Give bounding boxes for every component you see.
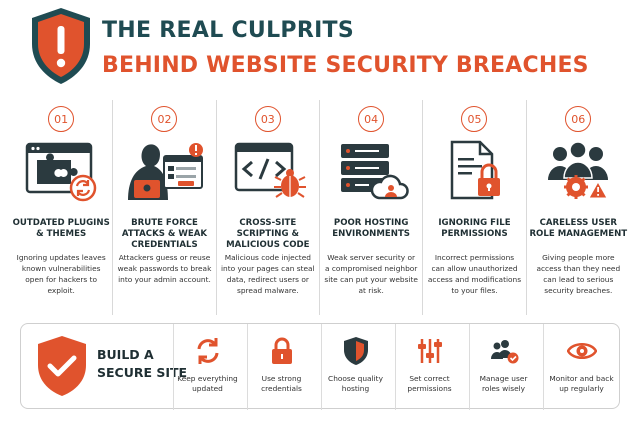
culprit-number: 05 — [461, 106, 488, 132]
culprit-title: IGNORING FILE PERMISSIONS — [438, 218, 511, 239]
padlock-icon — [271, 337, 292, 364]
culprit-title: OUTDATED PLUGINS & THEMES — [12, 218, 110, 239]
file-lock-icon — [451, 140, 501, 200]
culprits-row: 01 OUTDATED PLUGINS & THEMES Ignoring up… — [10, 100, 630, 315]
culprit-description: Incorrect permissions can allow unauthor… — [427, 253, 522, 295]
culprit-card-poor-hosting: 04 POOR HOSTING ENVIRONMENTS Weak server… — [320, 100, 424, 315]
culprit-title: BRUTE FORCE ATTACKS & WEAK CREDENTIALS — [121, 218, 208, 250]
culprit-number: 04 — [358, 106, 385, 132]
tip-label: Use strong credentials — [261, 374, 302, 393]
culprit-card-outdated-plugins: 01 OUTDATED PLUGINS & THEMES Ignoring up… — [10, 100, 114, 315]
secure-site-panel: BUILD A SECURE SITE Keep everything upda… — [20, 323, 620, 410]
server-cloud-icon — [341, 144, 409, 200]
tip-label: Set correct permissions — [407, 374, 452, 393]
shield-icon — [343, 337, 368, 365]
culprit-title: CARELESS USER ROLE MANAGEMENT — [529, 218, 628, 239]
header: THE REAL CULPRITS BEHIND WEBSITE SECURIT… — [0, 0, 640, 96]
culprit-number: 06 — [565, 106, 592, 132]
outdated-plugin-puzzle-icon — [25, 142, 97, 202]
culprit-card-file-permissions: 05 IGNORING FILE PERMISSIONS Incorrect p… — [423, 100, 527, 315]
culprit-description: Attackers guess or reuse weak passwords … — [117, 253, 212, 284]
tip-correct-permissions: Set correct permissions — [395, 324, 463, 410]
check-shield-icon — [38, 336, 86, 396]
culprit-description: Ignoring updates leaves known vulnerabil… — [16, 253, 106, 295]
culprit-title: POOR HOSTING ENVIRONMENTS — [332, 218, 410, 239]
culprit-number: 02 — [151, 106, 178, 132]
culprit-card-user-roles: 06 CARELESS USER ROLE MANAGEMENT Giving … — [527, 100, 630, 315]
culprit-description: Malicious code injected into your pages … — [221, 253, 315, 295]
sliders-icon — [417, 339, 442, 363]
code-bug-icon — [234, 142, 306, 198]
culprit-number: 01 — [48, 106, 75, 132]
warning-shield-icon — [32, 8, 90, 84]
tip-label: Choose quality hosting — [328, 374, 383, 393]
culprit-description: Weak server security or a compromised ne… — [324, 253, 418, 295]
culprit-title: CROSS-SITE SCRIPTING & MALICIOUS CODE — [226, 218, 310, 250]
culprit-description: Giving people more access than they need… — [536, 253, 621, 295]
page-title-line-1: THE REAL CULPRITS — [102, 18, 355, 43]
tip-label: Manage user roles wisely — [479, 374, 528, 393]
secure-site-title: BUILD A SECURE SITE — [97, 347, 188, 380]
culprit-card-brute-force: 02 BRUTE FORCE ATTACKS & WEAK CREDENTIAL… — [113, 100, 217, 315]
tip-keep-updated: Keep everything updated — [173, 324, 241, 410]
tip-label: Keep everything updated — [177, 374, 238, 393]
page-title-line-2: BEHIND WEBSITE SECURITY BREACHES — [102, 53, 589, 78]
tip-monitor-backup: Monitor and back up regularly — [543, 324, 619, 410]
refresh-icon — [197, 338, 218, 364]
eye-icon — [566, 343, 597, 359]
culprit-card-xss: 03 CROSS-SITE SCRIPTING & MALICIOUS CODE… — [217, 100, 320, 315]
users-check-icon — [490, 340, 518, 364]
tip-manage-roles: Manage user roles wisely — [469, 324, 537, 410]
users-gear-warning-icon — [548, 141, 609, 199]
tip-quality-hosting: Choose quality hosting — [321, 324, 389, 410]
hacker-login-icon — [128, 143, 204, 200]
tip-strong-credentials: Use strong credentials — [247, 324, 315, 410]
tip-label: Monitor and back up regularly — [549, 374, 614, 393]
culprit-number: 03 — [254, 106, 281, 132]
